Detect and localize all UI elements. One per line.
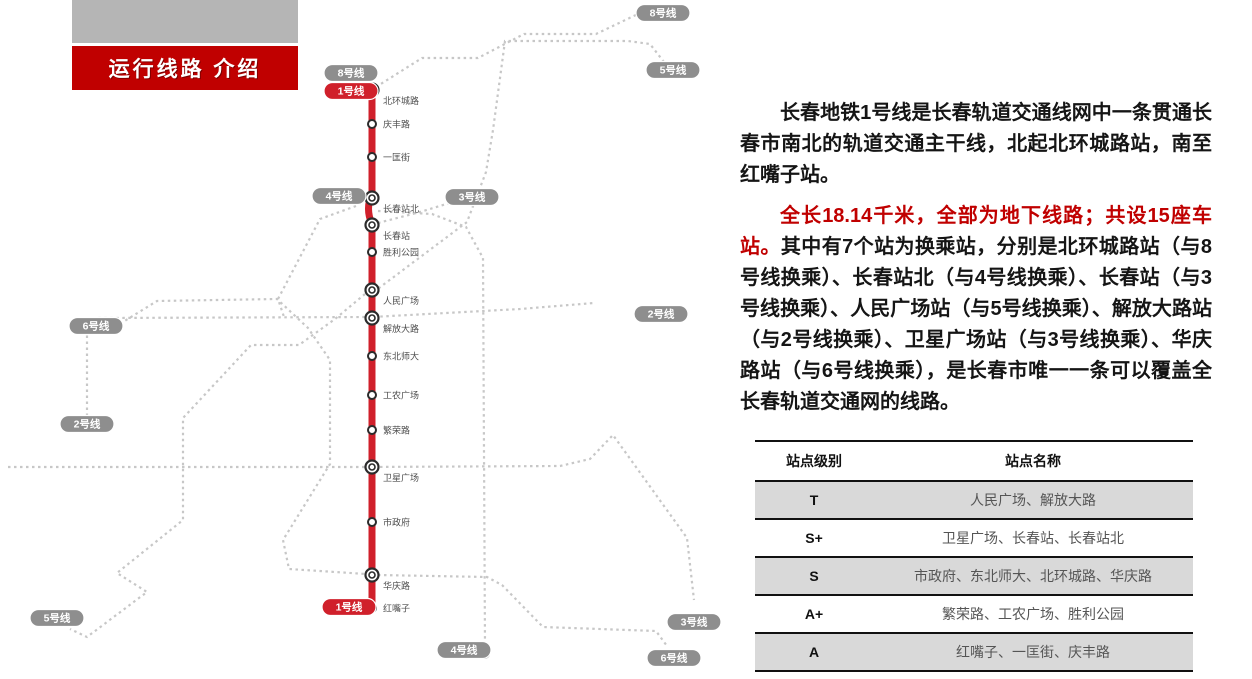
map-station-label: 繁荣路 bbox=[383, 425, 410, 436]
map-station-label: 东北师大 bbox=[383, 351, 419, 362]
station-level-cell: T bbox=[809, 492, 819, 508]
map-station-label: 人民广场 bbox=[383, 295, 419, 306]
image-placeholder bbox=[72, 0, 298, 43]
table-row: A+ 繁荣路、工农广场、胜利公园 bbox=[755, 595, 1193, 633]
metro-line-path-line6-west bbox=[109, 297, 367, 576]
line-badge bbox=[321, 597, 377, 617]
metro-line-path-line2 bbox=[85, 301, 595, 416]
line-badge-label: 2号线 bbox=[74, 418, 101, 431]
map-station-interchange-inner bbox=[368, 221, 376, 229]
map-station-interchange-inner bbox=[368, 571, 376, 579]
metro-line-path-line5-south bbox=[69, 293, 366, 639]
line-badge bbox=[68, 316, 124, 336]
map-station-interchange-inner bbox=[368, 194, 376, 202]
map-station-label: 庆丰路 bbox=[383, 119, 410, 130]
line-badge-label: 8号线 bbox=[338, 67, 365, 80]
table-row: S+ 卫星广场、长春站、长春站北 bbox=[755, 519, 1193, 557]
intro-paragraph: 长春地铁1号线是长春轨道交通线网中一条贯通长春市南北的轨道交通主干线，北起北环城… bbox=[740, 98, 1212, 191]
map-station-label: 工农广场 bbox=[383, 390, 419, 401]
line-badge-label: 1号线 bbox=[336, 601, 363, 614]
line-badge bbox=[311, 186, 367, 206]
line-badge-label: 4号线 bbox=[326, 190, 353, 203]
map-station-label: 长春站 bbox=[383, 230, 410, 241]
station-level-cell: A+ bbox=[804, 606, 824, 622]
line-badge-label: 6号线 bbox=[83, 320, 110, 333]
stats-paragraph: 全长18.14千米，全部为地下线路；共设15座车站。其中有7个站为换乘站，分别是… bbox=[740, 201, 1212, 418]
slide-title-bar: 运行线路 介绍 bbox=[72, 46, 298, 90]
line-badge-label: 1号线 bbox=[338, 85, 365, 98]
line-badge bbox=[323, 63, 379, 83]
map-station bbox=[367, 390, 377, 400]
map-station bbox=[367, 119, 377, 129]
station-names-cell: 繁荣路、工农广场、胜利公园 bbox=[942, 606, 1124, 622]
metro-line-path-line8-north bbox=[375, 12, 641, 88]
table-row: S 市政府、东北师大、北环城路、华庆路 bbox=[755, 557, 1193, 595]
line-badge-label: 2号线 bbox=[648, 308, 675, 321]
metro-line-path-line6-east bbox=[377, 573, 668, 647]
line-badge-label: 4号线 bbox=[451, 644, 478, 657]
map-station-label: 胜利公园 bbox=[383, 247, 419, 258]
map-station-label: 市政府 bbox=[383, 517, 410, 528]
metro-line-path-line3-north bbox=[377, 200, 454, 225]
metro-map: 北环城路庆丰路一匡街长春站北长春站胜利公园人民广场解放大路东北师大工农广场繁荣路… bbox=[8, 3, 722, 668]
table-row: A 红嘴子、一匡街、庆丰路 bbox=[755, 633, 1193, 671]
line-badge-label: 8号线 bbox=[650, 7, 677, 20]
metro-line-path-line5-north bbox=[378, 39, 665, 289]
line-badge-label: 3号线 bbox=[459, 191, 486, 204]
station-names-cell: 卫星广场、长春站、长春站北 bbox=[942, 530, 1124, 546]
line-badge-label: 3号线 bbox=[681, 616, 708, 629]
map-station-label: 一匡街 bbox=[383, 152, 410, 163]
map-station bbox=[367, 351, 377, 361]
line-badge bbox=[666, 612, 722, 632]
table-header-row: 站点级别 站点名称 bbox=[755, 441, 1193, 481]
line-badge bbox=[59, 414, 115, 434]
station-level-cell: S+ bbox=[805, 530, 823, 546]
map-station-label: 红嘴子 bbox=[383, 603, 410, 614]
line-badge-label: 5号线 bbox=[660, 64, 687, 77]
stats-highlight-text: 全长18.14千米，全部为地下线路；共设15座车站。 bbox=[740, 205, 1212, 258]
station-names-cell: 市政府、东北师大、北环城路、华庆路 bbox=[914, 568, 1152, 584]
map-station bbox=[367, 152, 377, 162]
map-station bbox=[367, 425, 377, 435]
line-badge-label: 5号线 bbox=[44, 612, 71, 625]
station-level-cell: A bbox=[808, 644, 820, 660]
station-level-table: 站点级别 站点名称 T 人民广场、解放大路 S+ 卫星广场、长春站、长春站北 S 市政府、… bbox=[755, 440, 1193, 672]
table-row: T 人民广场、解放大路 bbox=[755, 481, 1193, 519]
line-badge bbox=[635, 3, 691, 23]
line-badge bbox=[645, 60, 701, 80]
line-badge bbox=[646, 648, 702, 668]
map-station-label: 卫星广场 bbox=[383, 472, 419, 483]
intro-text: 长春地铁1号线是长春轨道交通线网中一条贯通长春市南北的轨道交通主干线，北起北环城… bbox=[740, 102, 1212, 186]
station-names-cell: 人民广场、解放大路 bbox=[970, 492, 1096, 508]
line-badge-label: 6号线 bbox=[661, 652, 688, 665]
station-names-cell: 红嘴子、一匡街、庆丰路 bbox=[956, 644, 1110, 660]
map-station-label: 解放大路 bbox=[383, 323, 419, 334]
map-station bbox=[367, 247, 377, 257]
line-badge bbox=[436, 640, 492, 660]
map-station-label: 长春站北 bbox=[383, 203, 419, 214]
map-station bbox=[367, 517, 377, 527]
map-station-label: 北环城路 bbox=[383, 95, 419, 106]
map-station-interchange-inner bbox=[368, 314, 376, 322]
metro-line-path-line4-west bbox=[276, 204, 357, 318]
metro-line-path-line3-south bbox=[8, 433, 696, 601]
map-station-interchange-inner bbox=[368, 463, 376, 471]
table-header-names: 站点名称 bbox=[1005, 453, 1061, 469]
page-title: 运行线路 介绍 bbox=[108, 58, 262, 81]
line-badge bbox=[444, 187, 500, 207]
map-station-label: 华庆路 bbox=[383, 580, 410, 591]
line-badge bbox=[323, 81, 379, 101]
line-badge bbox=[29, 608, 85, 628]
station-level-cell: S bbox=[809, 568, 819, 584]
line1-path bbox=[365, 86, 376, 612]
stats-rest-text: 其中有7个站为换乘站，分别是北环城路站（与8号线换乘）、长春站北（与4号线换乘）… bbox=[740, 236, 1213, 413]
line-badge bbox=[633, 304, 689, 324]
description-panel: 长春地铁1号线是长春轨道交通线网中一条贯通长春市南北的轨道交通主干线，北起北环城… bbox=[740, 98, 1212, 672]
table-header-level: 站点级别 bbox=[786, 453, 842, 469]
map-station-interchange-inner bbox=[368, 286, 376, 294]
